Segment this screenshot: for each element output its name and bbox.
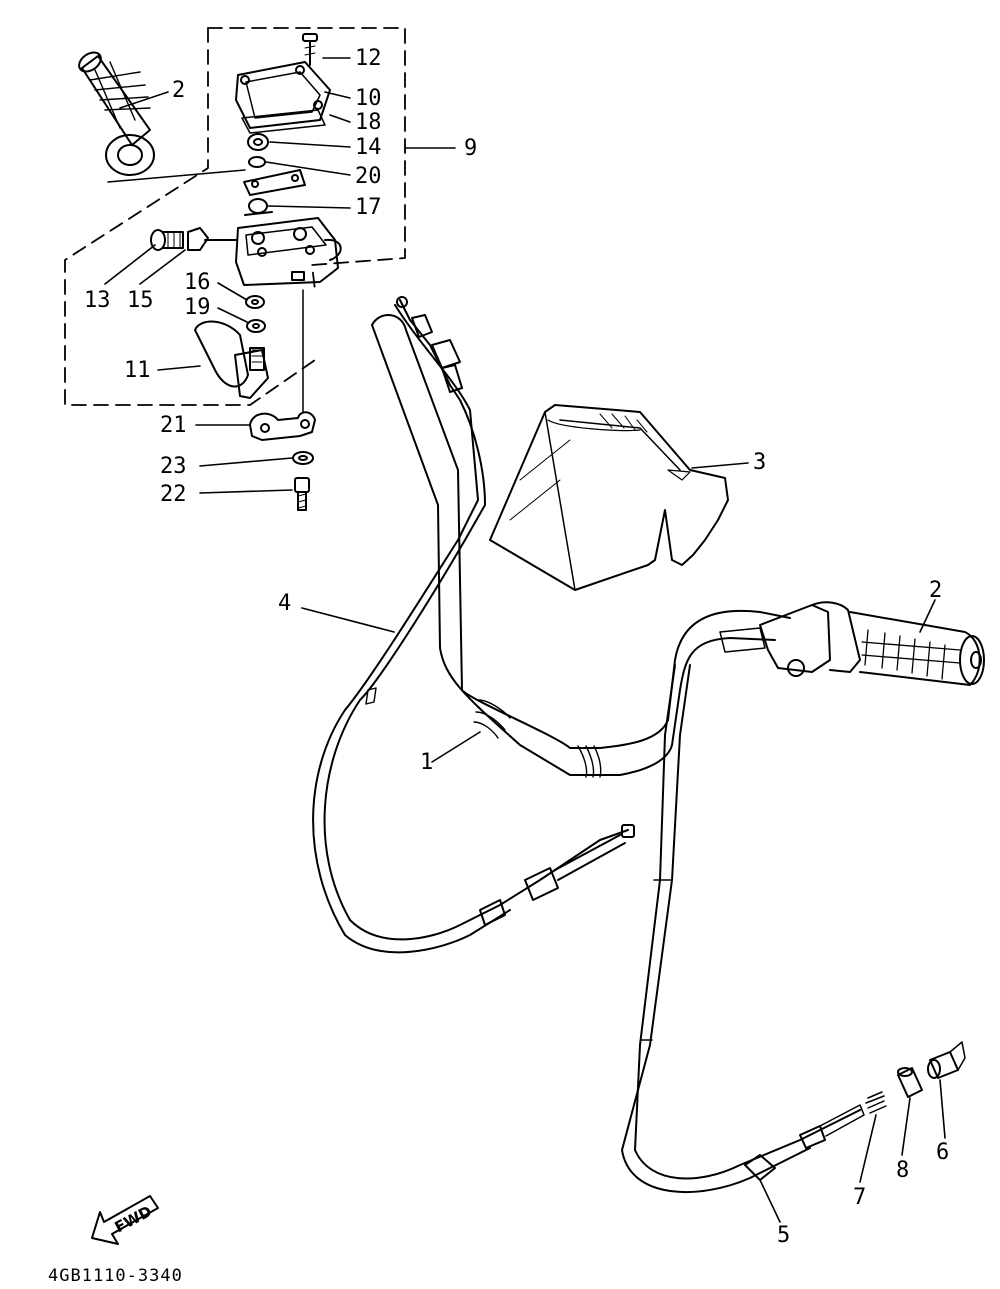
callout-4: 4 <box>278 591 292 616</box>
front-cover <box>489 404 729 591</box>
switch-housing <box>235 217 342 286</box>
adjuster-6 <box>927 1041 966 1079</box>
callout-5: 5 <box>777 1223 791 1248</box>
fwd-label: FWD <box>112 1202 155 1236</box>
bolt-13-nut-15 <box>150 227 237 251</box>
cable-4 <box>312 296 635 954</box>
callout-2-left: 2 <box>172 78 186 103</box>
callout-17: 17 <box>355 195 382 220</box>
callout-18: 18 <box>355 110 382 135</box>
throttle-lever <box>194 320 269 399</box>
callout-7: 7 <box>853 1185 867 1210</box>
part-code: 4GB1110-3340 <box>48 1266 183 1286</box>
clamp-21 <box>249 411 316 441</box>
callout-14: 14 <box>355 135 382 160</box>
collar-8 <box>897 1067 923 1098</box>
callout-15: 15 <box>127 288 154 313</box>
callout-10: 10 <box>355 86 382 111</box>
screw-12 <box>302 33 318 66</box>
spring-7 <box>865 1091 887 1114</box>
washer-23 <box>292 451 314 465</box>
subassembly-boundary <box>64 27 406 406</box>
callout-2-right: 2 <box>929 578 943 603</box>
callout-3: 3 <box>753 450 767 475</box>
callout-21: 21 <box>160 413 187 438</box>
callout-12: 12 <box>355 46 382 71</box>
callout-11: 11 <box>124 358 151 383</box>
callout-1: 1 <box>420 750 434 775</box>
fwd-label-wrapper: FWD <box>112 1202 155 1236</box>
fwd-arrow-icon <box>91 1195 159 1245</box>
callout-13: 13 <box>84 288 111 313</box>
small-hardware <box>243 133 306 216</box>
cable-5 <box>621 664 865 1193</box>
switch-cover <box>235 61 331 134</box>
handlebar <box>371 314 791 778</box>
callout-19: 19 <box>184 295 211 320</box>
callout-22: 22 <box>160 482 187 507</box>
left-grip <box>78 51 246 183</box>
callout-16: 16 <box>184 270 211 295</box>
washers-16-19 <box>245 295 266 333</box>
right-grip <box>719 601 985 686</box>
callout-23: 23 <box>160 454 187 479</box>
callout-9: 9 <box>464 136 478 161</box>
leader-lines <box>104 57 946 1223</box>
callout-8: 8 <box>896 1158 910 1183</box>
bolt-22 <box>294 477 310 511</box>
callout-6: 6 <box>936 1140 950 1165</box>
callout-20: 20 <box>355 164 382 189</box>
